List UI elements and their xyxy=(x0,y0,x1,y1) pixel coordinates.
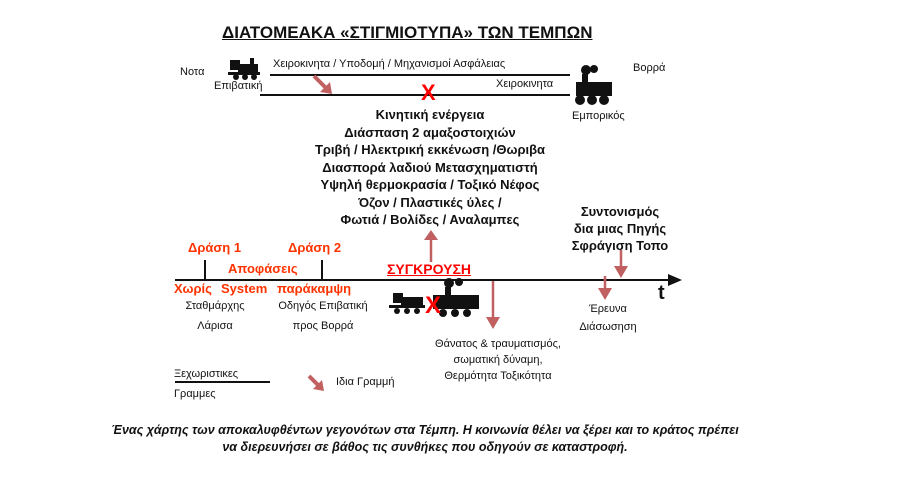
time-label: t xyxy=(658,282,665,304)
collision-trains-icon: X xyxy=(389,278,479,319)
effect-item: Κινητική ενέργεια xyxy=(375,107,485,122)
effect-item: Όζον / Πλαστικές ύλες / xyxy=(358,194,502,210)
effect-item: Υψηλή θερμοκρασία / Τοξικό Νέφος xyxy=(320,177,540,192)
effects-list: Κινητική ενέργεια Διάσπαση 2 αμαξοστοιχι… xyxy=(260,106,600,229)
diagram-title: ΔΙΑΤΟΜΕΑΚΑ «ΣΤΙΓΜΙΟΤΥΠΑ» ΤΩΝ ΤΕΜΠΩΝ xyxy=(222,23,593,42)
consequences-label: Θάνατος & τραυματισμός,σωματική δύναμη,Θ… xyxy=(435,338,561,382)
coordination-item: δια μιας Πηγής xyxy=(573,221,667,236)
up-arrow-icon xyxy=(424,230,438,262)
action2-tick xyxy=(321,260,323,280)
cross-mark: X xyxy=(421,80,436,105)
action2-label: Δράση 2 xyxy=(288,240,342,255)
bypass-label: παράκαμψη xyxy=(277,281,352,296)
coordination-list: Συντονισμός δια μιας Πηγής Σφράγιση Τοπο xyxy=(545,203,695,254)
timeline-axis xyxy=(175,279,670,281)
passenger-train-icon xyxy=(228,58,260,80)
collision-label: ΣΥΓΚΡΟΥΣΗ xyxy=(387,261,471,277)
same-track-label: Ιδια Γραμμή xyxy=(336,376,395,388)
axis-arrowhead-icon xyxy=(668,274,682,286)
without-label: Χωρίς xyxy=(174,281,212,296)
north-label: Βορρά xyxy=(633,62,666,74)
coordination-item: Συντονισμός xyxy=(580,204,660,219)
track2-label: Χειροκινητα xyxy=(496,78,554,90)
system-label: System xyxy=(221,281,268,296)
freight-label: Εμπορικός xyxy=(572,110,625,122)
effect-item: Τριβή / Ηλεκτρική εκκένωση /Θωριβα xyxy=(314,142,546,157)
action1-label: Δράση 1 xyxy=(188,240,242,255)
track-1 xyxy=(270,74,570,76)
track-2 xyxy=(260,94,570,96)
arrow-icon xyxy=(307,374,324,391)
effect-item: Φωτιά / Βολίδες / Αναλαμπες xyxy=(340,212,520,227)
effect-item: Διασπορά λαδιού Μετασχηματιστή xyxy=(322,159,538,175)
decisions-label: Αποφάσεις xyxy=(228,261,298,276)
action1-tick xyxy=(204,260,206,280)
effect-item: Διάσπαση 2 αμαξοστοιχιών xyxy=(344,124,516,140)
south-label: Νοτα xyxy=(180,66,205,78)
down-arrow-icon xyxy=(486,281,500,329)
separate-track-line xyxy=(175,381,270,383)
arrow-icon xyxy=(312,74,332,94)
track1-label: Χειροκινητα / Υποδομή / Μηχανισμοί Ασφάλ… xyxy=(273,58,506,70)
coordination-item: Σφράγιση Τοπο xyxy=(571,238,669,253)
svg-text:X: X xyxy=(425,292,441,319)
passenger-label: Επιβατική xyxy=(214,80,263,92)
freight-train-icon xyxy=(575,65,612,105)
down-arrow-icon xyxy=(598,276,612,300)
down-arrow-icon xyxy=(614,250,628,278)
caption: Ένας χάρτης των αποκαλυφθέντων γεγονότων… xyxy=(111,423,739,454)
